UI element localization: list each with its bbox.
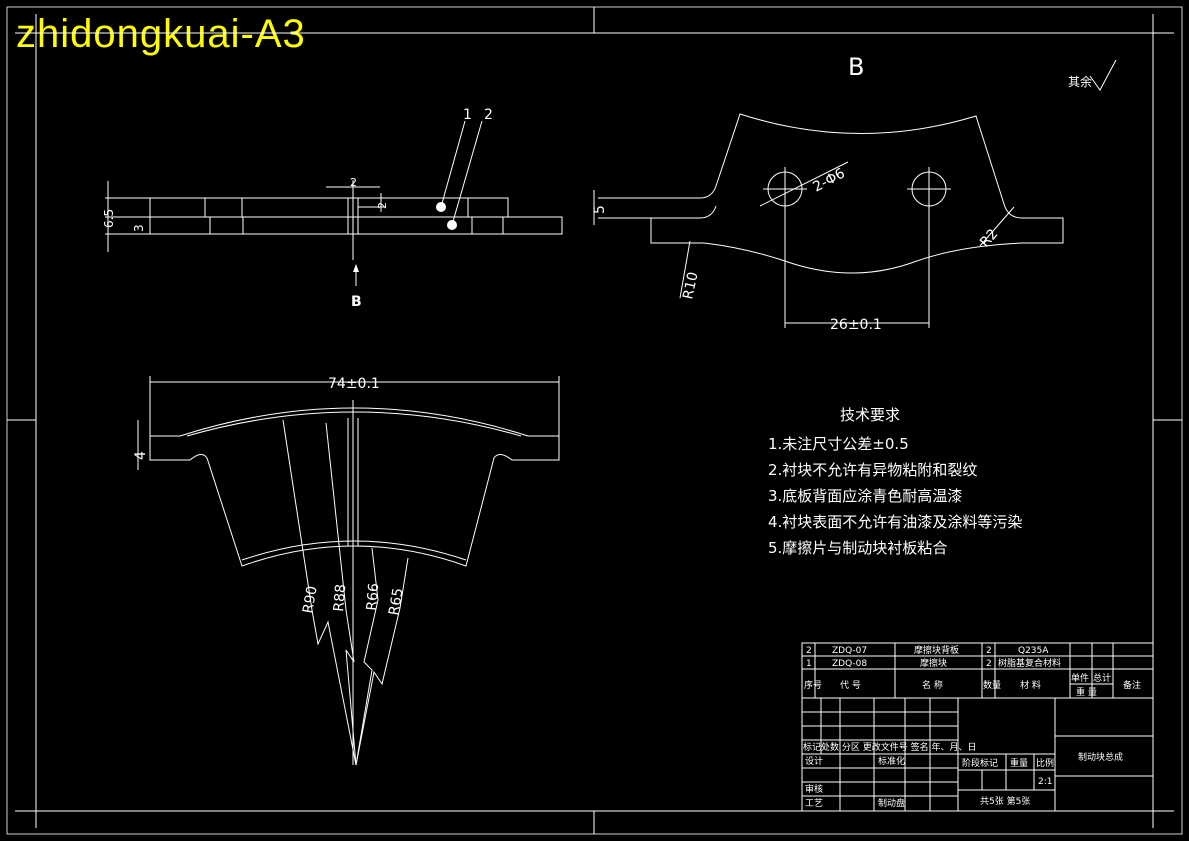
bom-row-material: 树脂基复合材料 [998,657,1061,669]
review-label: 审核 [805,783,823,795]
dim-5: 5 [592,205,608,214]
tech-req-item: 4.衬块表面不允许有油漆及涂料等污染 [768,513,1022,531]
bom-row-code: ZDQ-07 [832,646,867,656]
bom-row-no: 1 [806,659,812,669]
bom-row-name: 摩擦块背板 [914,644,959,656]
bom-row-qty: 2 [986,646,992,656]
tech-req-item: 5.摩擦片与制动块衬板粘合 [768,539,947,557]
dim-2-side: 2 [376,202,389,209]
part-marker-2: 2 [484,107,493,123]
view-b-label: B [848,53,864,81]
bom-header-weight: 重 量 [1076,686,1097,698]
bom-header-remark: 备注 [1123,679,1141,691]
dim-width: 74±0.1 [328,376,380,392]
bom-header-qty: 数量 [983,679,1001,691]
bom-row-code: ZDQ-08 [832,659,867,669]
bom-header-code: 代 号 [840,680,861,691]
bom-row-material: Q235A [1018,646,1049,656]
dim-r90: R90 [300,585,321,615]
revision-row: 标记处数 分区 更改文件号 签名 年、月、日 [803,741,976,753]
bom-header-material: 材 料 [1020,679,1041,691]
bom-header-unit-weight: 单件 [1071,672,1089,684]
dim-holes: 2-Φ6 [810,165,848,195]
approve-label: 制动盘 [878,797,905,809]
drawing-frame [6,6,1183,835]
bom-row-no: 2 [806,646,812,656]
technical-requirements: 技术要求 1.未注尺寸公差±0.5 2.衬块不允许有异物粘附和裂纹 3.底板背面… [768,406,1022,557]
tech-req-title: 技术要求 [840,406,900,424]
dim-r66: R66 [364,582,382,611]
scale-label: 比例 [1036,757,1054,769]
dim-3: 3 [132,224,146,232]
drawing-name: 制动块总成 [1078,751,1123,763]
section-arrow-label: B [351,294,362,310]
title-block: 2 ZDQ-07 摩擦块背板 2 Q235A 1 ZDQ-08 摩擦块 2 树脂… [801,642,1154,812]
part-marker-1: 1 [463,107,472,123]
tech-req-item: 2.衬块不允许有异物粘附和裂纹 [768,461,977,479]
tech-req-item: 1.未注尺寸公差±0.5 [768,435,909,453]
plan-view: 74±0.1 4 R90 R88 R66 R65 [133,376,560,766]
dim-6-5: 6.5 [102,209,116,228]
bom-header-total-weight: 总计 [1093,672,1111,684]
stage-mark-label: 阶段标记 [962,757,998,769]
bom-row-qty: 2 [986,659,992,669]
watermark-label: zhidongkuai-A3 [16,12,306,56]
bom-header-no: 序号 [804,679,822,691]
dim-r65: R65 [386,587,407,617]
dim-spacing: 26±0.1 [830,317,882,333]
bom-row-name: 摩擦块 [920,657,947,669]
bom-header-name: 名 称 [922,679,943,691]
scale-value: 2:1 [1038,777,1052,787]
roughness-label: 其余 [1068,74,1092,89]
design-label: 设计 [805,755,823,767]
dim-r88: R88 [331,584,349,613]
dim-4: 4 [133,451,149,460]
standardize-label: 标准化 [878,755,905,767]
front-view: 6.5 3 2 2 1 2 B [102,107,563,310]
view-b: B 2-Φ6 26±0.1 5 R10 R2 其余 [592,53,1117,333]
dim-r10: R10 [680,271,701,301]
dim-2-top: 2 [350,176,357,189]
tech-req-item: 3.底板背面应涂青色耐高温漆 [768,487,962,505]
process-label: 工艺 [805,798,823,809]
weight-label: 重量 [1010,757,1028,769]
sheets-label: 共5张 第5张 [980,795,1030,807]
